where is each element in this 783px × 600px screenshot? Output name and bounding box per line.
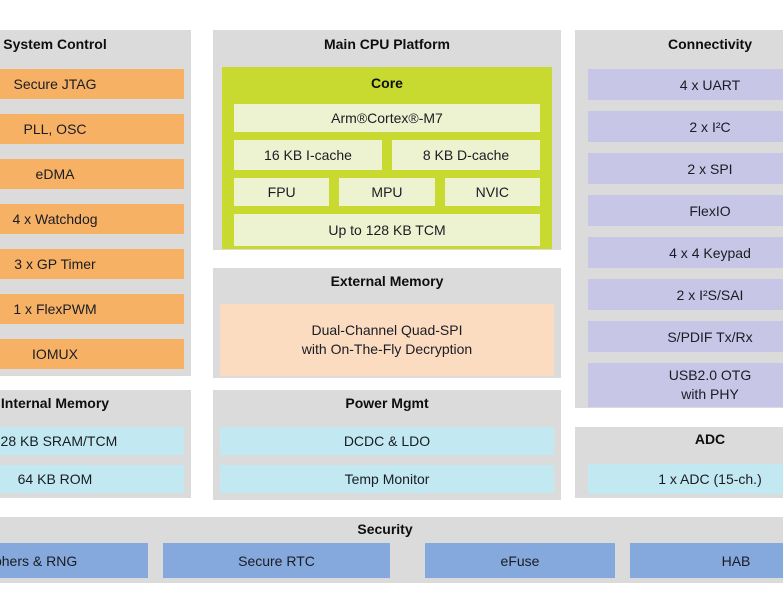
- block-sram-tcm: 128 KB SRAM/TCM: [0, 427, 184, 455]
- block-icache: 16 KB I-cache: [234, 140, 382, 170]
- block-secure-jtag: Secure JTAG: [0, 69, 184, 99]
- block-quad-spi: Dual-Channel Quad-SPI with On-The-Fly De…: [220, 304, 554, 376]
- block-nvic: NVIC: [444, 178, 540, 206]
- block-rom: 64 KB ROM: [0, 465, 184, 493]
- block-efuse: eFuse: [425, 543, 615, 578]
- main-cpu-platform-panel: Main CPU Platform Core Arm®Cortex®-M7 16…: [213, 30, 561, 250]
- external-memory-panel: External Memory Dual-Channel Quad-SPI wi…: [213, 268, 561, 378]
- quad-spi-line1: Dual-Channel Quad-SPI: [311, 322, 463, 338]
- block-uart: 4 x UART: [588, 69, 783, 100]
- block-spdif: S/PDIF Tx/Rx: [588, 321, 783, 352]
- block-adc: 1 x ADC (15-ch.): [588, 464, 783, 494]
- internal-memory-blocks: 128 KB SRAM/TCM 64 KB ROM: [0, 427, 191, 493]
- block-edma: eDMA: [0, 159, 184, 189]
- adc-title: ADC: [694, 431, 726, 447]
- block-gp-timer: 3 x GP Timer: [0, 249, 184, 279]
- system-control-title: System Control: [3, 36, 107, 52]
- block-pll-osc: PLL, OSC: [0, 114, 184, 144]
- block-watchdog: 4 x Watchdog: [0, 204, 184, 234]
- block-i2s-sai: 2 x I²S/SAI: [588, 279, 783, 310]
- power-mgmt-title: Power Mgmt: [345, 395, 429, 411]
- fpu-mpu-nvic-row: FPU MPU NVIC: [234, 178, 540, 206]
- usb-otg-line1: USB2.0 OTG: [668, 367, 752, 383]
- block-flexio: FlexIO: [588, 195, 783, 226]
- block-spi: 2 x SPI: [588, 153, 783, 184]
- connectivity-panel: Connectivity 4 x UART 2 x I²C 2 x SPI Fl…: [575, 30, 783, 408]
- security-panel: Security Ciphers & RNG Secure RTC eFuse …: [0, 517, 783, 583]
- block-usb-otg: USB2.0 OTG with PHY: [588, 363, 783, 407]
- internal-memory-title: Internal Memory: [0, 395, 110, 411]
- connectivity-blocks: 4 x UART 2 x I²C 2 x SPI FlexIO 4 x 4 Ke…: [575, 69, 783, 407]
- block-temp-monitor: Temp Monitor: [220, 465, 554, 493]
- block-dcdc-ldo: DCDC & LDO: [220, 427, 554, 455]
- block-keypad: 4 x 4 Keypad: [588, 237, 783, 268]
- usb-otg-line2: with PHY: [681, 386, 739, 402]
- block-secure-rtc: Secure RTC: [163, 543, 390, 578]
- main-cpu-platform-title: Main CPU Platform: [323, 36, 450, 52]
- block-tcm: Up to 128 KB TCM: [234, 214, 540, 246]
- internal-memory-panel: Internal Memory 128 KB SRAM/TCM 64 KB RO…: [0, 390, 191, 498]
- block-flexpwm: 1 x FlexPWM: [0, 294, 184, 324]
- system-control-blocks: Secure JTAG PLL, OSC eDMA 4 x Watchdog 3…: [0, 69, 191, 369]
- block-mpu: MPU: [339, 178, 435, 206]
- power-mgmt-panel: Power Mgmt DCDC & LDO Temp Monitor: [213, 390, 561, 500]
- security-title: Security: [357, 521, 413, 537]
- block-i2c: 2 x I²C: [588, 111, 783, 142]
- cache-row: 16 KB I-cache 8 KB D-cache: [234, 140, 540, 170]
- external-memory-title: External Memory: [330, 273, 444, 289]
- adc-panel: ADC 1 x ADC (15-ch.): [575, 427, 783, 498]
- block-fpu: FPU: [234, 178, 330, 206]
- block-dcache: 8 KB D-cache: [392, 140, 540, 170]
- block-iomux: IOMUX: [0, 339, 184, 369]
- connectivity-title: Connectivity: [667, 36, 752, 52]
- system-control-panel: System Control Secure JTAG PLL, OSC eDMA…: [0, 30, 191, 376]
- block-cortex-m7: Arm®Cortex®-M7: [234, 104, 540, 132]
- quad-spi-line2: with On-The-Fly Decryption: [301, 341, 473, 357]
- power-mgmt-blocks: DCDC & LDO Temp Monitor: [213, 427, 561, 493]
- block-ciphers-rng: Ciphers & RNG: [0, 543, 148, 578]
- core-group: Core Arm®Cortex®-M7 16 KB I-cache 8 KB D…: [222, 67, 552, 249]
- block-hab: HAB: [630, 543, 783, 578]
- core-title: Core: [371, 75, 403, 91]
